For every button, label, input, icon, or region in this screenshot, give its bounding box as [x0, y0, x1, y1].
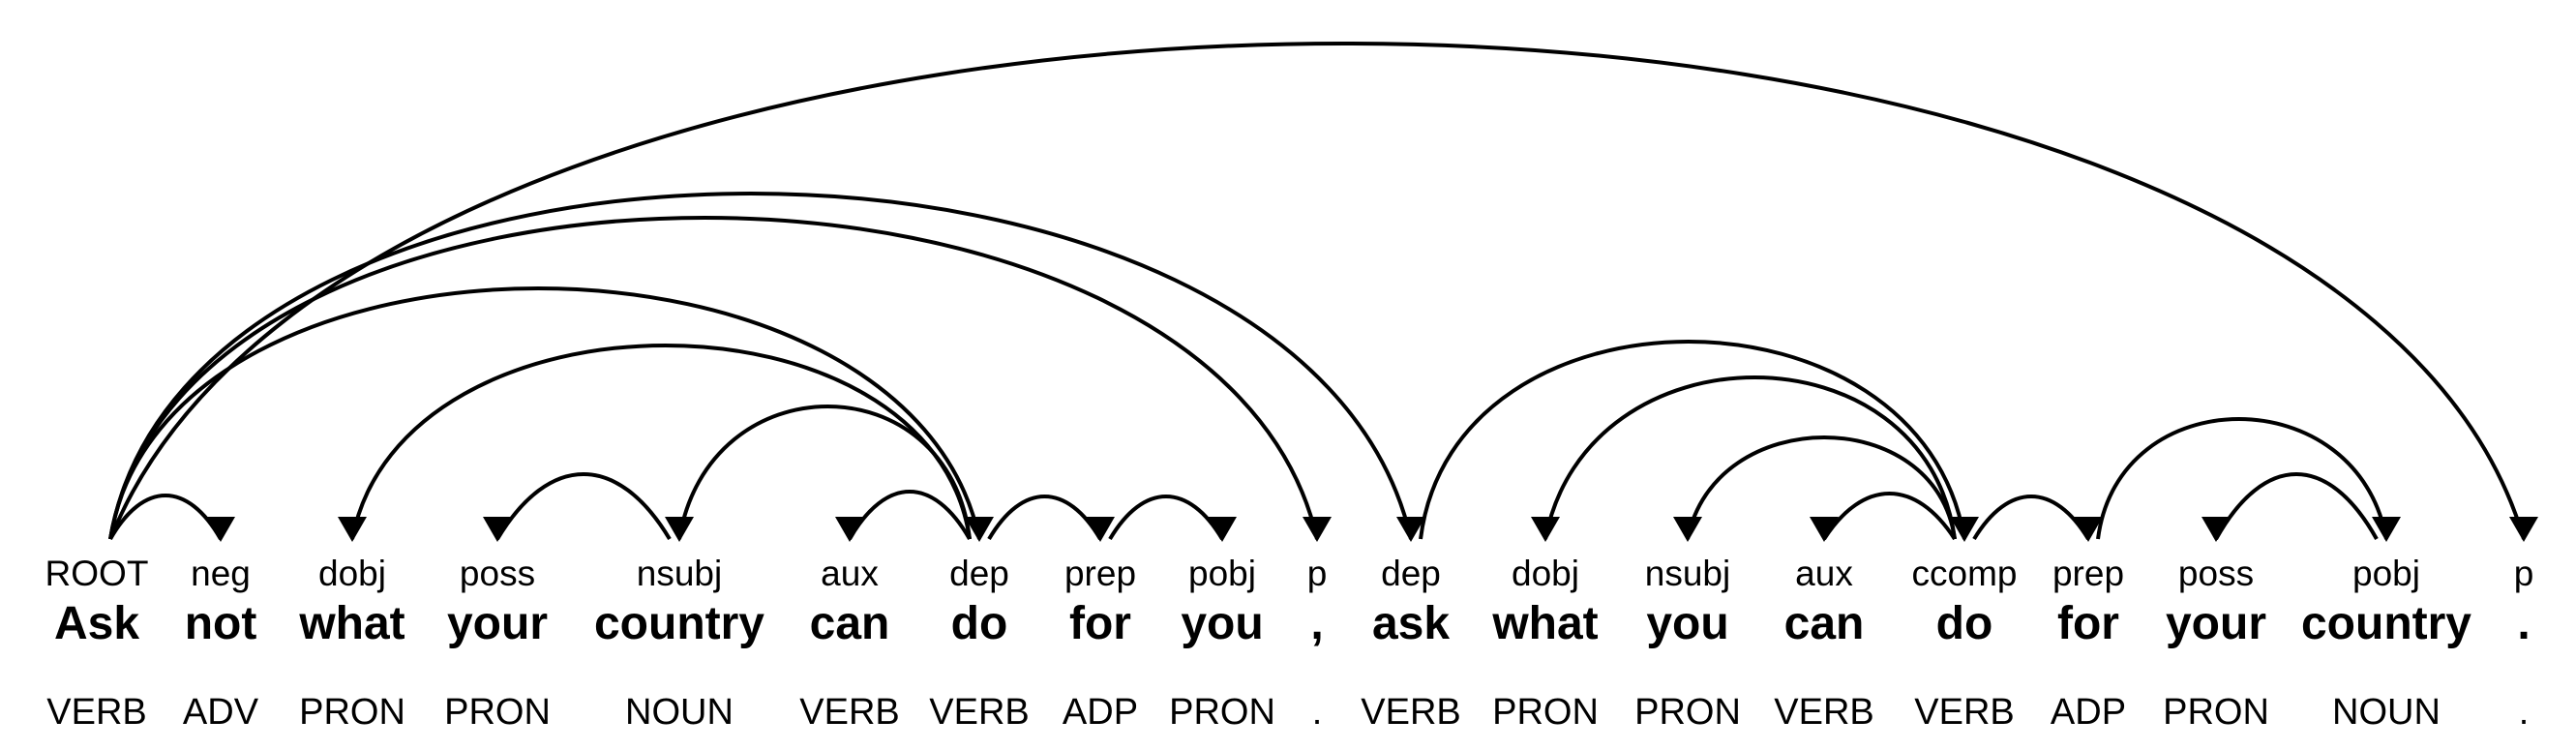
token-word: can — [1784, 598, 1865, 649]
dependency-arc-nsubj-3 — [677, 405, 972, 540]
dep-label: poss — [2178, 554, 2254, 593]
pos-tag: NOUN — [2332, 692, 2441, 733]
dependency-arc-ccomp-13 — [1419, 340, 1966, 540]
token-word: you — [1181, 598, 1263, 649]
arrowhead-neg-0 — [206, 517, 235, 542]
dep-label: prep — [2052, 554, 2124, 593]
pos-tag: PRON — [2163, 692, 2269, 733]
arrowhead-prep-6 — [1086, 517, 1115, 542]
dependency-arc-neg-0 — [108, 494, 223, 540]
dep-label: pobj — [1188, 554, 1256, 593]
token-word: . — [2517, 598, 2530, 649]
token-word: what — [1491, 598, 1598, 649]
dependency-arc-aux-12 — [1822, 492, 1957, 541]
token-word: you — [1646, 598, 1728, 649]
dep-label: ccomp — [1912, 554, 2018, 593]
dependency-arc-dobj-10 — [1543, 375, 1957, 540]
pos-tag: ADP — [1063, 692, 1138, 733]
pos-tag: PRON — [444, 692, 551, 733]
pos-tag: NOUN — [625, 692, 734, 733]
pos-tag: VERB — [929, 692, 1029, 733]
pos-tag: ADV — [183, 692, 259, 733]
pos-tag: PRON — [299, 692, 405, 733]
dep-label: p — [1307, 554, 1328, 593]
arrowhead-dep-5 — [965, 517, 994, 542]
pos-tag: . — [1312, 692, 1323, 733]
arrowhead-p-8 — [1303, 517, 1332, 542]
token-word: for — [1069, 598, 1131, 649]
token-word: can — [810, 598, 890, 649]
dep-label: nsubj — [1645, 554, 1730, 593]
token-word: country — [594, 598, 764, 649]
dependency-arc-prep-6 — [987, 494, 1102, 541]
token-word: do — [951, 598, 1008, 649]
dep-label: p — [2514, 554, 2534, 593]
arrowhead-aux-12 — [1810, 517, 1839, 542]
dependency-arc-pobj-16 — [2096, 417, 2388, 540]
arrowhead-nsubj-3 — [665, 517, 694, 542]
pos-tag: . — [2519, 692, 2530, 733]
token-word: your — [2166, 598, 2266, 649]
dependency-arc-prep-14 — [1972, 494, 2090, 541]
dep-label: dep — [1381, 554, 1441, 593]
pos-tag: VERB — [1361, 692, 1460, 733]
dep-label: ROOT — [45, 554, 149, 593]
arrowhead-p-17 — [2509, 517, 2538, 542]
dep-label: poss — [460, 554, 535, 593]
arrowhead-pobj-7 — [1208, 517, 1237, 542]
arrowhead-nsubj-11 — [1673, 517, 1702, 542]
dep-label: aux — [821, 554, 879, 593]
dep-label: pobj — [2352, 554, 2420, 593]
arrowhead-dobj-1 — [338, 517, 367, 542]
dep-label: nsubj — [637, 554, 722, 593]
dependency-arc-p-8 — [108, 216, 1319, 540]
pos-tag: PRON — [1634, 692, 1741, 733]
pos-tag: VERB — [1914, 692, 2014, 733]
token-word: ask — [1372, 598, 1450, 649]
arrowhead-ccomp-13 — [1950, 517, 1979, 542]
token-word: for — [2057, 598, 2119, 649]
dependency-arc-dep-9 — [108, 192, 1413, 540]
arrowhead-pobj-16 — [2372, 517, 2401, 542]
arrowhead-prep-14 — [2074, 517, 2103, 542]
arrowhead-dep-9 — [1396, 517, 1425, 542]
token-word: Ask — [54, 598, 139, 649]
token-word: , — [1310, 598, 1323, 649]
dep-label: prep — [1064, 554, 1136, 593]
dependency-arc-p-17 — [108, 42, 2526, 540]
token-word: country — [2301, 598, 2471, 649]
dependency-arc-aux-4 — [848, 490, 972, 540]
pos-tag: VERB — [1774, 692, 1873, 733]
arrowhead-aux-4 — [835, 517, 864, 542]
dependency-arc-pobj-7 — [1108, 494, 1224, 541]
arrowhead-poss-15 — [2202, 517, 2231, 542]
pos-tag: PRON — [1169, 692, 1275, 733]
arrowhead-dobj-10 — [1531, 517, 1560, 542]
dep-label: aux — [1795, 554, 1853, 593]
pos-tag: PRON — [1492, 692, 1599, 733]
arrowhead-poss-2 — [483, 517, 512, 542]
dependency-arc-poss-2 — [495, 472, 672, 541]
dependency-arc-dobj-1 — [350, 343, 972, 540]
dependency-arc-dep-5 — [108, 286, 981, 540]
dep-label: dobj — [318, 554, 386, 593]
token-word: do — [1936, 598, 1993, 649]
token-word: what — [298, 598, 404, 649]
pos-tag: VERB — [799, 692, 899, 733]
token-word: not — [185, 598, 257, 649]
dep-label: dobj — [1512, 554, 1579, 593]
token-word: your — [447, 598, 548, 649]
dep-label: neg — [191, 554, 251, 593]
dependency-arc-nsubj-11 — [1686, 435, 1957, 540]
pos-tag: ADP — [2051, 692, 2126, 733]
dep-label: dep — [949, 554, 1009, 593]
dependency-arc-poss-15 — [2214, 472, 2379, 540]
pos-tag: VERB — [46, 692, 146, 733]
